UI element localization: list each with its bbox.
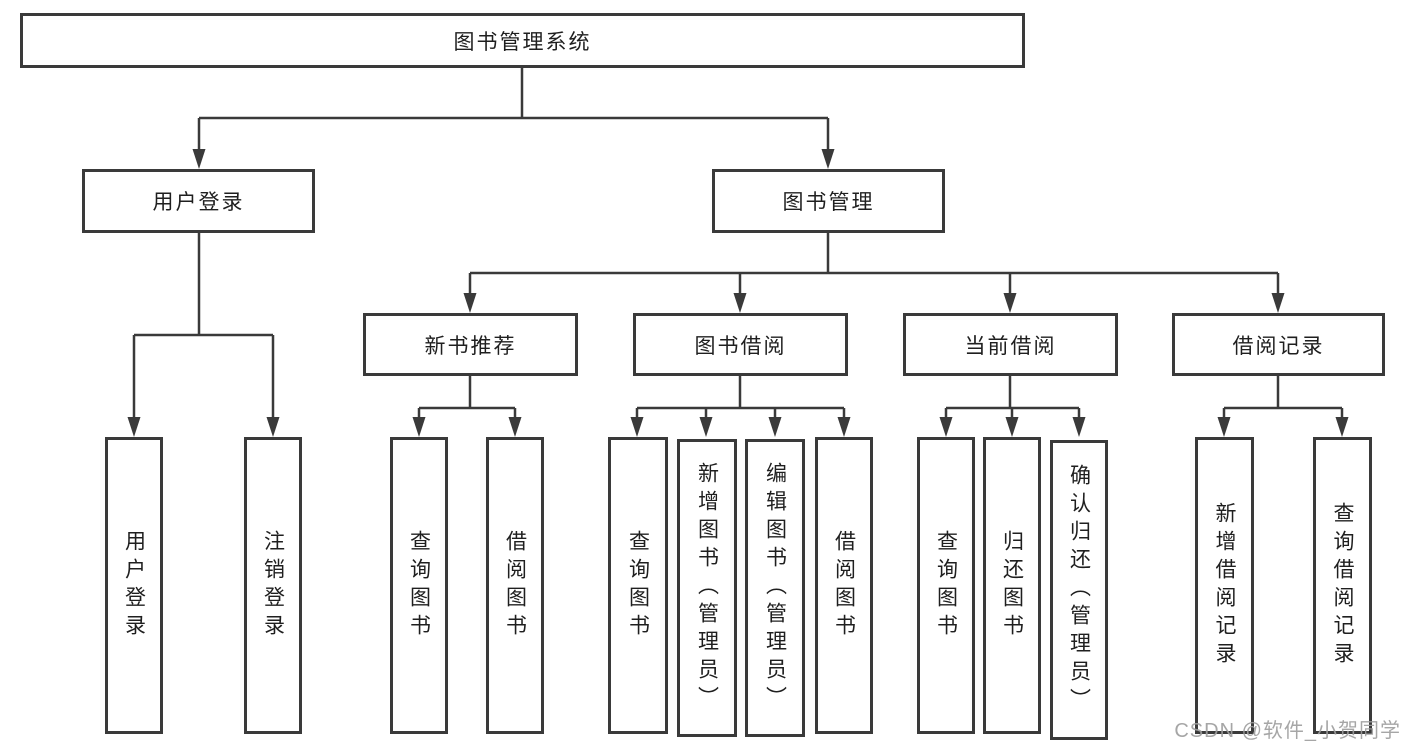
node-book-borrow: 图书借阅: [633, 313, 848, 376]
node-current-borrow: 当前借阅: [903, 313, 1118, 376]
leaf-confirm-return-admin: 确认归还（管理员）: [1050, 440, 1108, 740]
node-library-system: 图书管理系统: [20, 13, 1025, 68]
leaf-add-book-admin: 新增图书（管理员）: [677, 439, 737, 737]
leaf-borrow-book-recommend: 借阅图书: [486, 437, 544, 734]
leaf-logout: 注销登录: [244, 437, 302, 734]
leaf-query-book-current: 查询图书: [917, 437, 975, 734]
leaf-return-book: 归还图书: [983, 437, 1041, 734]
leaf-edit-book-admin: 编辑图书（管理员）: [745, 439, 805, 737]
leaf-add-borrow-record: 新增借阅记录: [1195, 437, 1254, 734]
leaf-borrow-book: 借阅图书: [815, 437, 873, 734]
node-user-login: 用户登录: [82, 169, 315, 233]
leaf-query-book-recommend: 查询图书: [390, 437, 448, 734]
connector-strokes: [132, 68, 1344, 420]
node-new-book-recommend: 新书推荐: [363, 313, 578, 376]
leaf-user-login: 用户登录: [105, 437, 163, 734]
leaf-query-book-borrow: 查询图书: [608, 437, 668, 734]
csdn-watermark: CSDN @软件_小贺同学: [1174, 720, 1401, 742]
arrowhead-icons: [127, 149, 1349, 437]
node-borrow-records: 借阅记录: [1172, 313, 1385, 376]
leaf-query-borrow-record: 查询借阅记录: [1313, 437, 1372, 734]
node-book-management: 图书管理: [712, 169, 945, 233]
